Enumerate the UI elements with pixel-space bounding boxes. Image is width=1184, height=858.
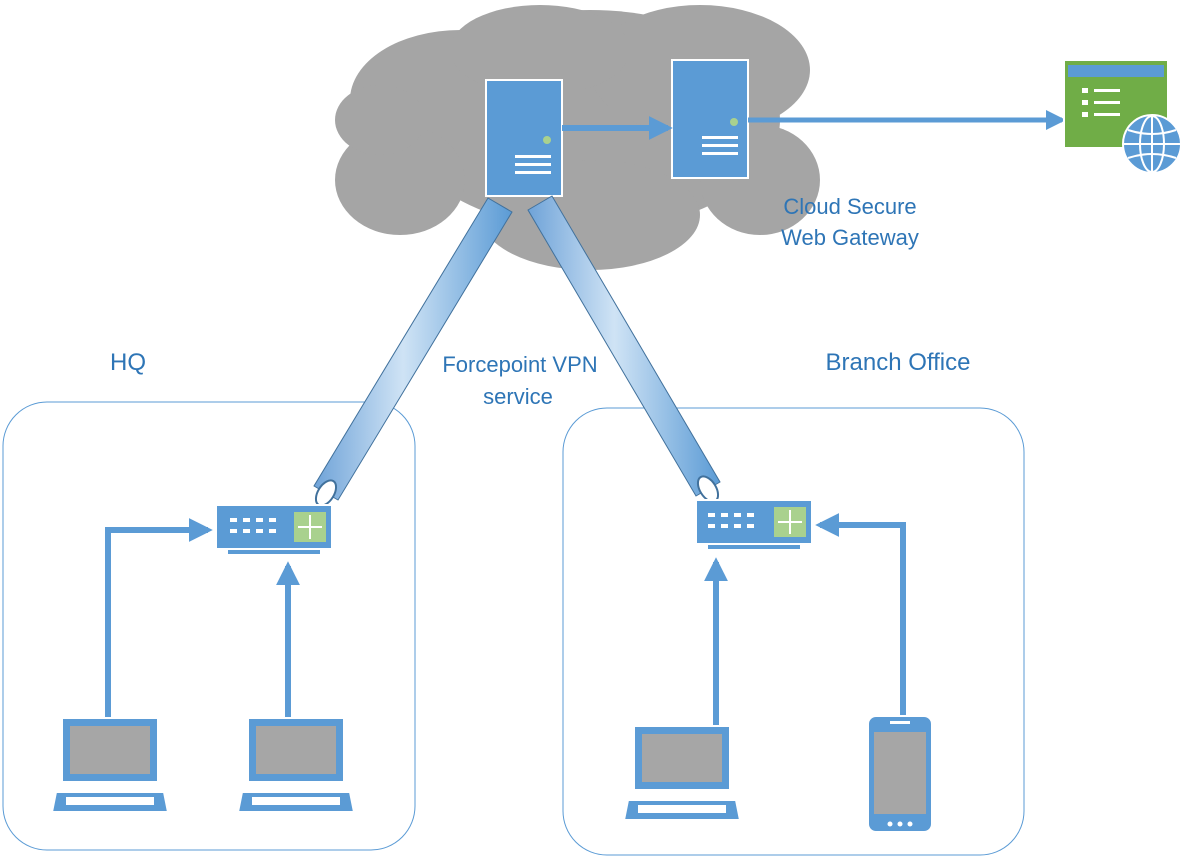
cloud-service-label-line1: Cloud Secure: [783, 194, 916, 219]
branch-label: Branch Office: [826, 349, 971, 376]
hq-router-icon: [215, 504, 333, 554]
web-app-globe-icon: [1063, 59, 1182, 174]
hq-region: [2, 401, 416, 851]
cloud-service-label-line2: Web Gateway: [781, 225, 919, 250]
vpn-tunnel-hq: [313, 197, 513, 507]
hq-label: HQ: [110, 349, 146, 376]
branch-region: [562, 407, 1025, 856]
vpn-server-icon: [485, 79, 563, 197]
branch-router-icon: [695, 499, 813, 549]
branch-smartphone-icon: [867, 715, 933, 833]
hq-laptop1-arrow: [105, 518, 213, 718]
vpn-label-line1: Forcepoint VPN: [442, 352, 597, 377]
vpn-label-line2: service: [483, 384, 553, 409]
gateway-server-icon: [671, 59, 749, 179]
branch-laptop-icon: [622, 725, 742, 821]
hq-laptop-1-icon: [50, 717, 170, 813]
hq-laptop-2-icon: [236, 717, 356, 813]
branch-phone-arrow: [815, 513, 906, 716]
